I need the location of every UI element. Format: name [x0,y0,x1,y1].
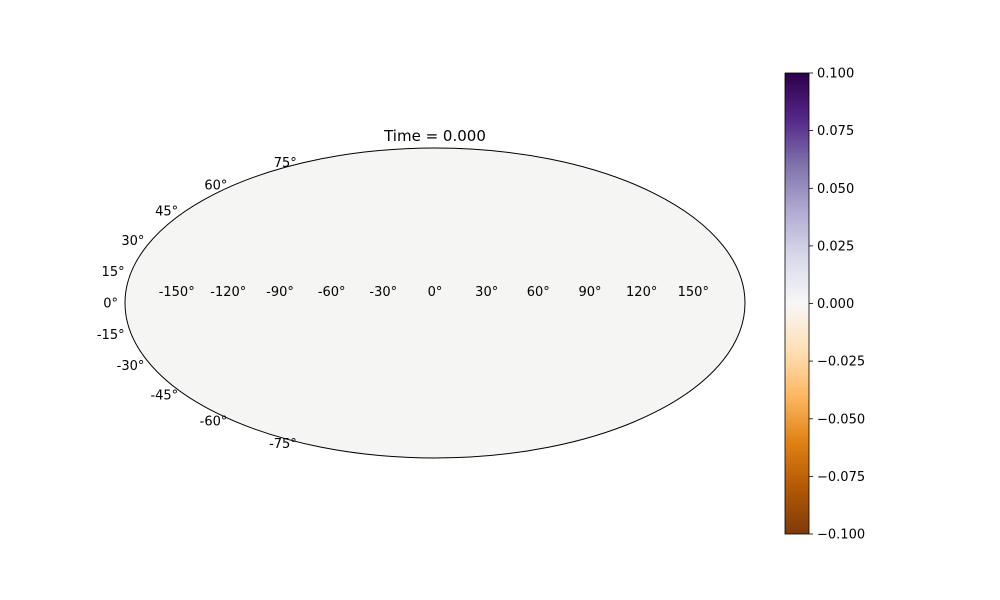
latitude-label: 30° [121,234,144,249]
latitude-label: -60° [200,415,228,430]
longitude-label: -150° [159,285,195,300]
colorbar-tick-label: 0.075 [817,124,854,139]
longitude-label: 0° [428,285,443,300]
colorbar-tick-label: 0.100 [817,67,854,82]
colorbar-tick-label: −0.100 [817,528,865,543]
latitude-label: 0° [103,297,118,312]
colorbar-tick-label: −0.025 [817,355,865,370]
latitude-label: 15° [102,265,125,280]
chart-title: Time = 0.000 [383,127,486,145]
longitude-label: 120° [626,285,657,300]
longitude-labels: -150° -120° -90° -60° -30° 0° 30° 60° 90° 120° 150… [159,285,709,300]
colorbar [784,72,810,535]
latitude-label: -45° [150,388,178,403]
latitude-label: -15° [97,328,125,343]
colorbar-tick-label: −0.075 [817,470,865,485]
latitude-labels: 75° 60° 45° 30° 15° 0° -15° -30° -45° -60° -75° [97,156,297,452]
longitude-label: 60° [527,285,550,300]
longitude-label: -90° [266,285,294,300]
colorbar-tick-label: 0.050 [817,182,854,197]
longitude-label: -60° [318,285,346,300]
mollweide-map [124,147,746,459]
latitude-label: -30° [117,359,145,374]
latitude-label: -75° [269,437,297,452]
longitude-label: 90° [578,285,601,300]
latitude-label: 45° [155,205,178,220]
longitude-label: -120° [210,285,246,300]
colorbar-tick-label: −0.050 [817,412,865,427]
longitude-label: 30° [475,285,498,300]
colorbar-tick-label: 0.000 [817,297,854,312]
colorbar-tick-label: 0.025 [817,239,854,254]
latitude-label: 75° [274,156,297,171]
longitude-label: 150° [678,285,709,300]
colorbar-ticks: 0.100 0.075 0.050 0.025 0.000 −0.025 −0.050 −0.… [809,67,865,543]
longitude-label: -30° [369,285,397,300]
latitude-label: 60° [204,178,227,193]
